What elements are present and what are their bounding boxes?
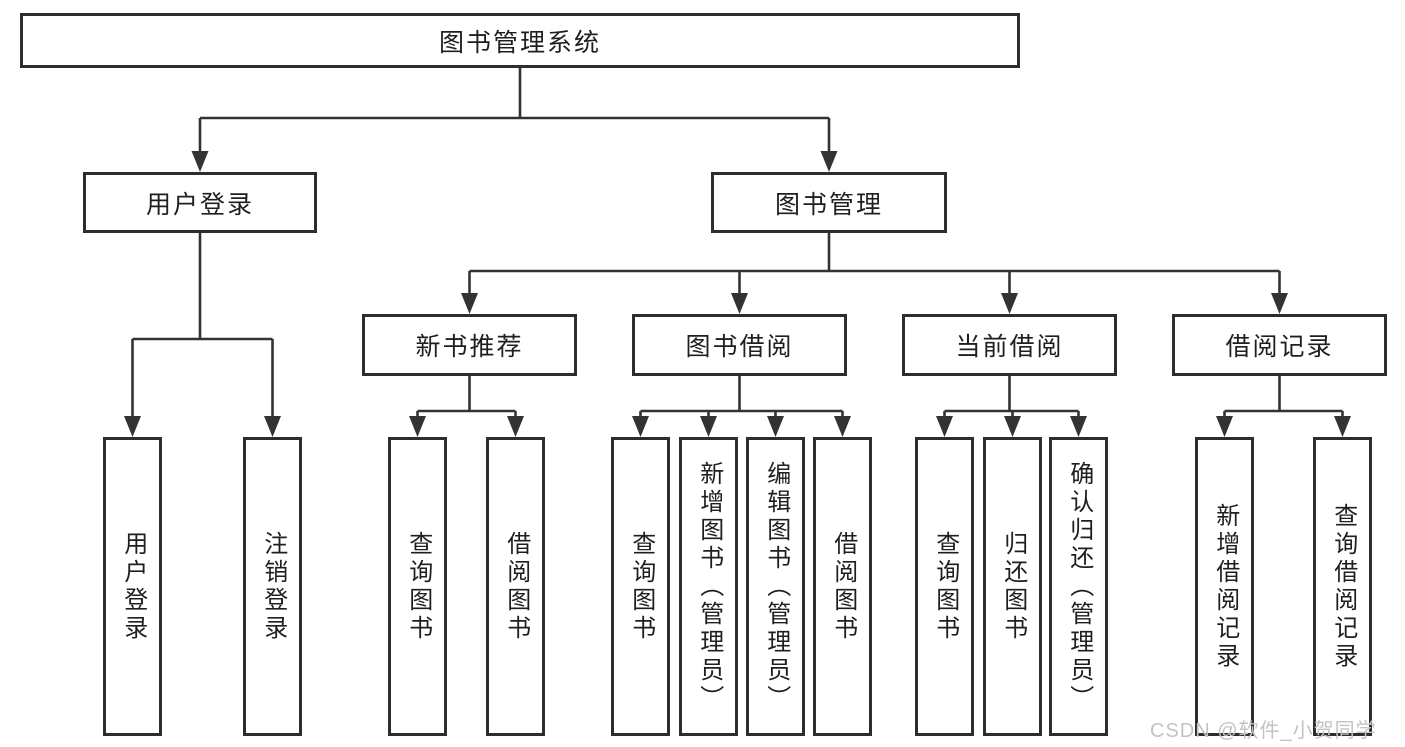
node-root: 图书管理系统 — [20, 13, 1020, 68]
node-root-label: 图书管理系统 — [438, 28, 601, 57]
leaf-edit-books-admin: 编辑图书（管理员） — [746, 437, 805, 736]
leaf-user-login: 用户登录 — [103, 437, 162, 736]
leaf-query-borrow-record-label: 查询借阅记录 — [1329, 502, 1357, 671]
csdn-watermark: CSDN @软件_小贺同学 — [1150, 720, 1377, 742]
node-user-login-branch-label: 用户登录 — [145, 190, 254, 219]
leaf-return-books-label: 归还图书 — [999, 530, 1027, 643]
leaf-recommend-borrow-books: 借阅图书 — [486, 437, 545, 736]
leaf-borrowing-query-books: 查询图书 — [611, 437, 670, 736]
leaf-edit-books-admin-label: 编辑图书（管理员） — [762, 460, 790, 713]
node-book-management: 图书管理 — [711, 172, 947, 233]
node-book-borrowing-label: 图书借阅 — [685, 333, 794, 361]
node-user-login-branch: 用户登录 — [83, 172, 317, 233]
leaf-current-query-books-label: 查询图书 — [931, 530, 959, 643]
leaf-user-login-label: 用户登录 — [119, 530, 147, 643]
leaf-recommend-query-books-label: 查询图书 — [404, 530, 432, 643]
leaf-recommend-query-books: 查询图书 — [388, 437, 447, 736]
node-borrowing-records-label: 借阅记录 — [1225, 333, 1334, 361]
leaf-borrowing-borrow-books: 借阅图书 — [813, 437, 872, 736]
node-new-book-recommend: 新书推荐 — [362, 314, 577, 376]
leaf-add-borrow-record: 新增借阅记录 — [1195, 437, 1254, 736]
leaf-recommend-borrow-books-label: 借阅图书 — [502, 530, 530, 643]
leaf-add-books-admin: 新增图书（管理员） — [679, 437, 738, 736]
leaf-logout: 注销登录 — [243, 437, 302, 736]
node-new-book-recommend-label: 新书推荐 — [415, 333, 524, 361]
leaf-add-books-admin-label: 新增图书（管理员） — [695, 460, 723, 713]
node-borrowing-records: 借阅记录 — [1172, 314, 1387, 376]
leaf-confirm-return-admin-label: 确认归还（管理员） — [1065, 460, 1093, 713]
node-book-management-label: 图书管理 — [774, 190, 883, 219]
leaf-borrowing-query-books-label: 查询图书 — [627, 530, 655, 643]
leaf-borrowing-borrow-books-label: 借阅图书 — [829, 530, 857, 643]
leaf-logout-label: 注销登录 — [259, 530, 287, 643]
leaf-return-books: 归还图书 — [983, 437, 1042, 736]
leaf-add-borrow-record-label: 新增借阅记录 — [1211, 502, 1239, 671]
node-current-borrowing: 当前借阅 — [902, 314, 1117, 376]
leaf-current-query-books: 查询图书 — [915, 437, 974, 736]
node-book-borrowing: 图书借阅 — [632, 314, 847, 376]
leaf-query-borrow-record: 查询借阅记录 — [1313, 437, 1372, 736]
node-current-borrowing-label: 当前借阅 — [955, 333, 1064, 361]
leaf-confirm-return-admin: 确认归还（管理员） — [1049, 437, 1108, 736]
